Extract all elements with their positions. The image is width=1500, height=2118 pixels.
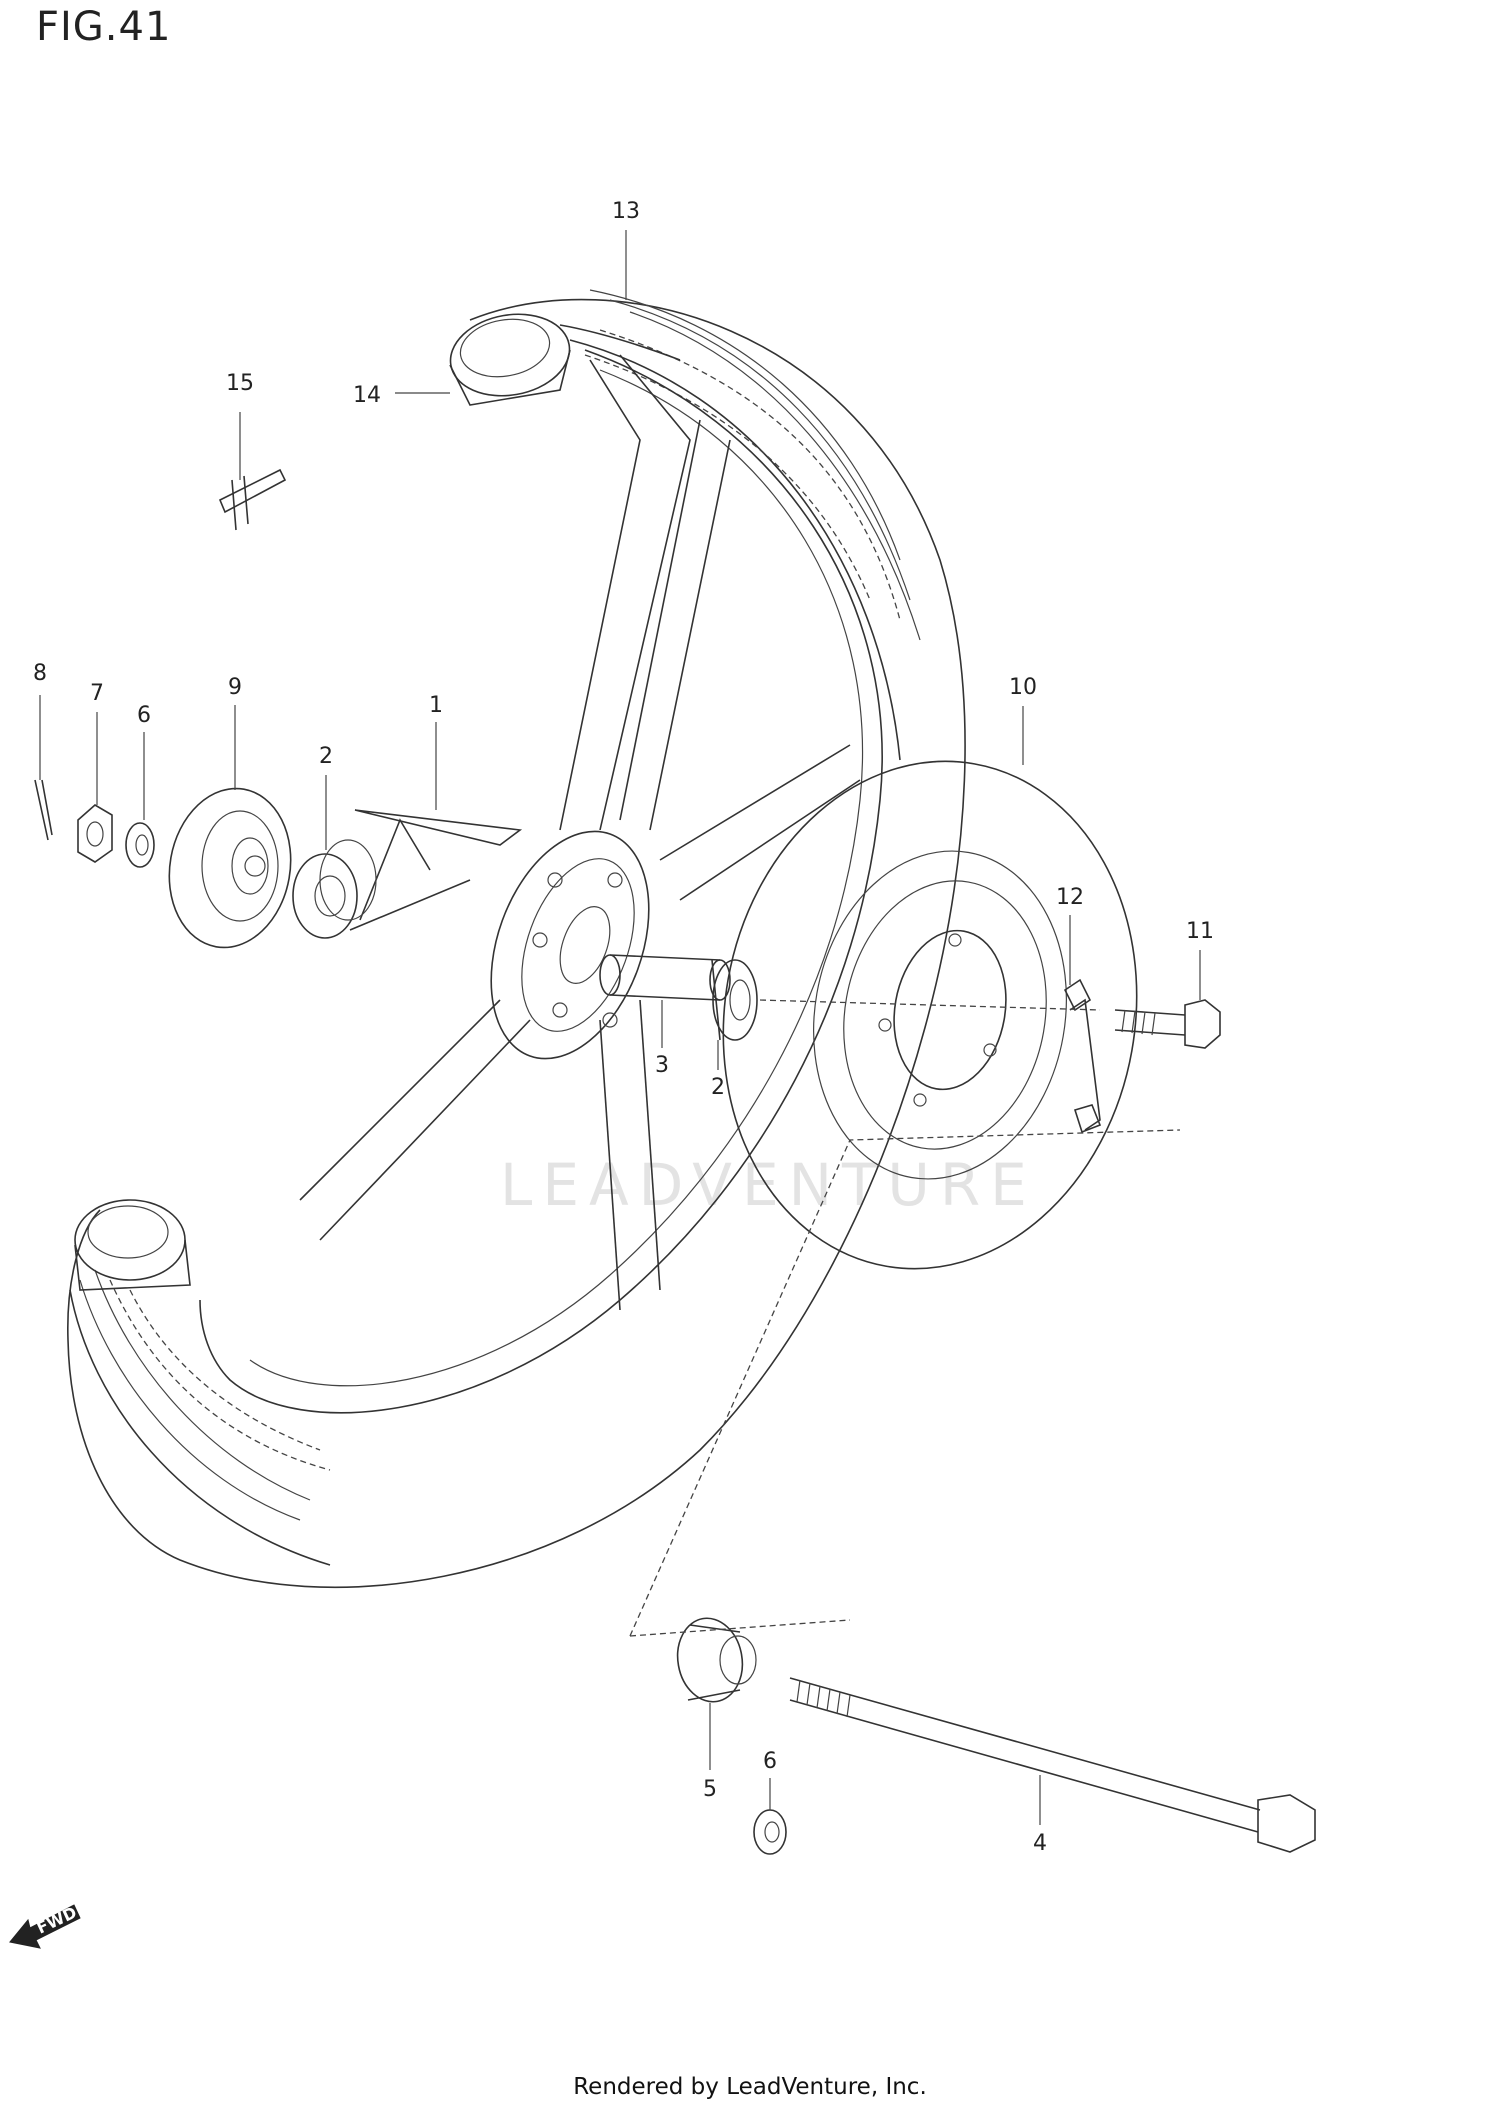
cotter-pin-part-8: [34, 779, 53, 841]
valve-part-15: [218, 468, 287, 531]
fwd-label: FWD: [34, 1903, 80, 1938]
axle-guide-line: [759, 999, 1101, 1011]
collar-part-5: [676, 1617, 757, 1703]
figure-title: FIG.41: [36, 4, 172, 50]
callout-11: 11: [1186, 919, 1214, 944]
assembly-guide-line: [629, 1129, 1181, 1637]
callout-6-lower: 6: [763, 1749, 777, 1774]
wheel-hub: [490, 830, 650, 1060]
callout-8: 8: [33, 661, 47, 686]
callout-14: 14: [353, 383, 381, 408]
spacer-part-3: [599, 954, 731, 1001]
valve-cap-part-14: [449, 313, 571, 406]
callout-1: 1: [429, 693, 443, 718]
callout-7: 7: [90, 681, 104, 706]
tire: [67, 289, 966, 1589]
lock-washer-part-12: [1063, 978, 1102, 1134]
bearing-right: [711, 959, 758, 1041]
callout-3: 3: [655, 1053, 669, 1078]
callout-4: 4: [1033, 1831, 1047, 1856]
washer-part-6-lower: [753, 1809, 787, 1855]
washer-part-6-upper: [125, 822, 155, 868]
callout-6-upper: 6: [137, 703, 151, 728]
callout-12: 12: [1056, 885, 1084, 910]
footer-credit: Rendered by LeadVenture, Inc.: [573, 2074, 927, 2100]
hub-cover-part-9: [168, 787, 292, 949]
bolt-part-11: [1114, 999, 1221, 1049]
nut-part-7: [77, 804, 113, 863]
bearing-left: [292, 839, 377, 939]
forward-arrow-icon: FWD: [9, 1903, 81, 1949]
leader-lines: [39, 230, 1201, 1825]
callout-15: 15: [226, 371, 254, 396]
watermark: LEADVENTURE: [500, 1151, 1037, 1219]
wheel-rim: [199, 349, 883, 1414]
callout-13: 13: [612, 199, 640, 224]
tire-lower-block: [74, 1199, 191, 1291]
callout-5: 5: [703, 1777, 717, 1802]
callout-10: 10: [1009, 675, 1037, 700]
callout-9: 9: [228, 675, 242, 700]
brake-disc-part-10: [722, 760, 1138, 1270]
callout-2-left: 2: [319, 744, 333, 769]
callout-2-right: 2: [711, 1075, 725, 1100]
axle-part-4: [789, 1677, 1316, 1853]
